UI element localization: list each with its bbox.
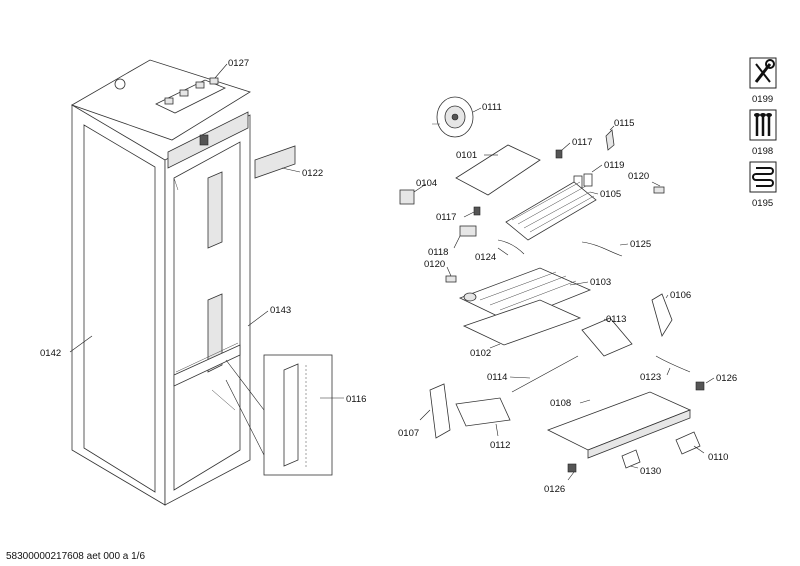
label-0198: 0198 [752, 146, 773, 157]
channel-0108 [546, 391, 692, 459]
label-0126b: 0126 [544, 484, 565, 495]
label-0111: 0111 [482, 102, 502, 113]
part-0130 [621, 449, 641, 469]
label-0105: 0105 [600, 189, 621, 200]
label-0102: 0102 [470, 348, 491, 359]
label-0113: 0113 [606, 314, 626, 325]
label-0195: 0195 [752, 198, 773, 209]
top-components [114, 77, 226, 114]
clip-0126b [567, 463, 577, 473]
tools-icon [754, 59, 775, 83]
screws-icon [754, 113, 772, 136]
panel-strip [254, 145, 296, 179]
side-icon-0199: 0199 [749, 57, 777, 105]
label-0127: 0127 [228, 58, 249, 69]
label-0103: 0103 [590, 277, 611, 288]
label-0112: 0112 [490, 440, 510, 451]
label-0143: 0143 [270, 305, 291, 316]
leader-lines [69, 63, 715, 481]
cover-plate [455, 144, 541, 196]
label-0108: 0108 [550, 398, 571, 409]
label-0115: 0115 [614, 118, 634, 129]
drip-tray [458, 267, 592, 323]
small-part-0120a [653, 186, 665, 194]
wire-0124 [497, 239, 525, 255]
label-0120a: 0120 [628, 171, 649, 182]
label-0106: 0106 [670, 290, 691, 301]
part-0113 [581, 317, 633, 357]
label-0130: 0130 [640, 466, 661, 477]
document-reference: 58300000217608 aet 000 a 1/6 [6, 551, 146, 562]
label-0117a: 0117 [572, 137, 592, 148]
label-0125: 0125 [630, 239, 651, 250]
label-0119: 0119 [604, 160, 624, 171]
bracket-0115 [605, 129, 615, 151]
wire-0123 [655, 355, 691, 373]
part-0110 [675, 431, 701, 455]
label-0110: 0110 [708, 452, 728, 463]
fridge-cabinet [71, 59, 296, 506]
plate-0102 [462, 299, 582, 346]
bracket-0107 [429, 383, 451, 439]
label-0107: 0107 [398, 428, 419, 439]
label-0114: 0114 [487, 372, 507, 383]
label-0199: 0199 [752, 94, 773, 105]
clip-0126a [695, 381, 705, 391]
side-icon-0195: 0195 [749, 161, 777, 209]
label-0122: 0122 [302, 168, 323, 179]
label-0104: 0104 [416, 178, 437, 189]
bracket-0112 [455, 397, 511, 427]
label-0124: 0124 [475, 252, 496, 263]
evaporator [505, 181, 597, 241]
fan-assembly [432, 96, 474, 138]
heater-coil-icon [752, 167, 774, 187]
inset-detail-box [225, 354, 333, 476]
label-0117b: 0117 [436, 212, 456, 223]
wire-0125 [581, 241, 623, 257]
label-0142: 0142 [40, 348, 61, 359]
label-0118: 0118 [428, 247, 448, 258]
rod-0114 [511, 355, 579, 393]
label-0123: 0123 [640, 372, 661, 383]
label-0101: 0101 [456, 150, 477, 161]
label-0126a: 0126 [716, 373, 737, 384]
clip-0117b [473, 206, 481, 216]
side-icon-0198: 0198 [749, 109, 777, 157]
part-0104 [399, 189, 415, 205]
part-0118 [459, 225, 477, 237]
small-part-0120b [445, 275, 457, 283]
label-0120b: 0120 [424, 259, 445, 270]
clip-0117a [555, 149, 563, 159]
label-0116: 0116 [346, 394, 366, 405]
bracket-0106 [651, 293, 673, 337]
callout-labels: 0111 0101 0117 0115 0119 0120 0105 0104 … [40, 58, 737, 495]
